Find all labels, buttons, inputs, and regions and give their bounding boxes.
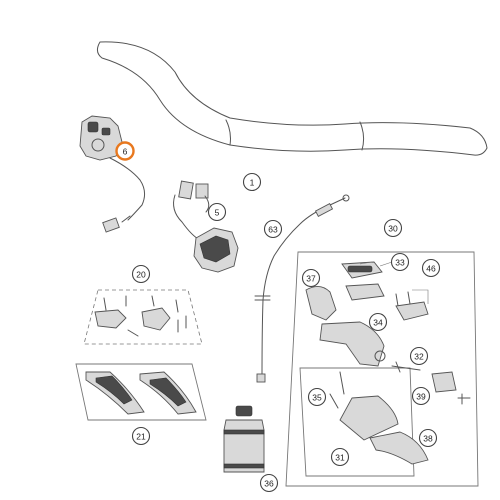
callout-label: 31 — [335, 453, 345, 463]
callout-label: 35 — [312, 393, 322, 403]
handguards-drawing — [75, 363, 207, 421]
callout-label: 33 — [395, 258, 405, 268]
callout-circle — [418, 428, 438, 448]
callout-piston-kit[interactable]: 32 — [409, 346, 429, 366]
callout-circle — [207, 202, 227, 222]
callout-lever-repair-kit[interactable]: 31 — [330, 447, 350, 467]
callout-throttle-cable[interactable]: 63 — [263, 219, 283, 239]
callout-label: 32 — [414, 352, 424, 362]
callout-layer: 1 6 5 63 20 21 30 33 37 34 46 32 35 39 38 31 36 — [115, 141, 441, 493]
callout-label: 5 — [215, 208, 220, 218]
callout-circle — [368, 312, 388, 332]
throttle-cable-drawing — [254, 194, 350, 383]
callout-clamp-bolts[interactable]: 46 — [421, 258, 441, 278]
callout-brake-fluid[interactable]: 36 — [259, 473, 279, 493]
callout-spring-kit[interactable]: 39 — [411, 386, 431, 406]
callout-handguard-mount-kit[interactable]: 20 — [131, 264, 151, 284]
callout-label: 37 — [306, 274, 316, 284]
callout-diaphragm[interactable]: 34 — [368, 312, 388, 332]
callout-label: 20 — [136, 270, 146, 280]
brake-assembly-drawing — [285, 251, 479, 487]
callout-label: 63 — [268, 225, 278, 235]
callout-label: 1 — [250, 178, 255, 188]
callout-label: 30 — [388, 224, 398, 234]
callout-reservoir-cap[interactable]: 33 — [390, 252, 410, 272]
callout-circle — [242, 172, 262, 192]
callout-circle — [259, 473, 279, 493]
callout-handlebar[interactable]: 1 — [242, 172, 262, 192]
callout-pivot-kit[interactable]: 35 — [307, 387, 327, 407]
callout-label: 6 — [123, 147, 128, 157]
callout-label: 39 — [416, 392, 426, 402]
callout-circle — [330, 447, 350, 467]
callout-circle — [409, 346, 429, 366]
callout-reservoir-cover[interactable]: 37 — [301, 268, 321, 288]
callout-switch[interactable]: 6 — [115, 141, 135, 161]
callout-label: 36 — [264, 479, 274, 489]
callout-circle — [301, 268, 321, 288]
callout-circle — [390, 252, 410, 272]
callout-circle — [263, 219, 283, 239]
callout-label: 21 — [136, 432, 146, 442]
callout-label: 38 — [423, 434, 433, 444]
handguard-mount-kit-drawing — [83, 289, 203, 345]
brake-fluid-drawing — [223, 405, 265, 473]
callout-handguards[interactable]: 21 — [131, 426, 151, 446]
callout-label: 34 — [373, 318, 383, 328]
callout-kill-switch[interactable]: 5 — [207, 202, 227, 222]
kill-switch-drawing — [173, 180, 239, 273]
callout-circle — [115, 141, 135, 161]
callout-circle — [131, 264, 151, 284]
callout-circle — [421, 258, 441, 278]
callout-label: 46 — [426, 264, 436, 274]
callout-circle — [307, 387, 327, 407]
callout-brake-assembly[interactable]: 30 — [383, 218, 403, 238]
callout-circle — [131, 426, 151, 446]
callout-circle — [411, 386, 431, 406]
callout-lever[interactable]: 38 — [418, 428, 438, 448]
callout-circle — [383, 218, 403, 238]
switch-drawing — [79, 115, 146, 233]
handlebar-drawing — [96, 41, 488, 156]
